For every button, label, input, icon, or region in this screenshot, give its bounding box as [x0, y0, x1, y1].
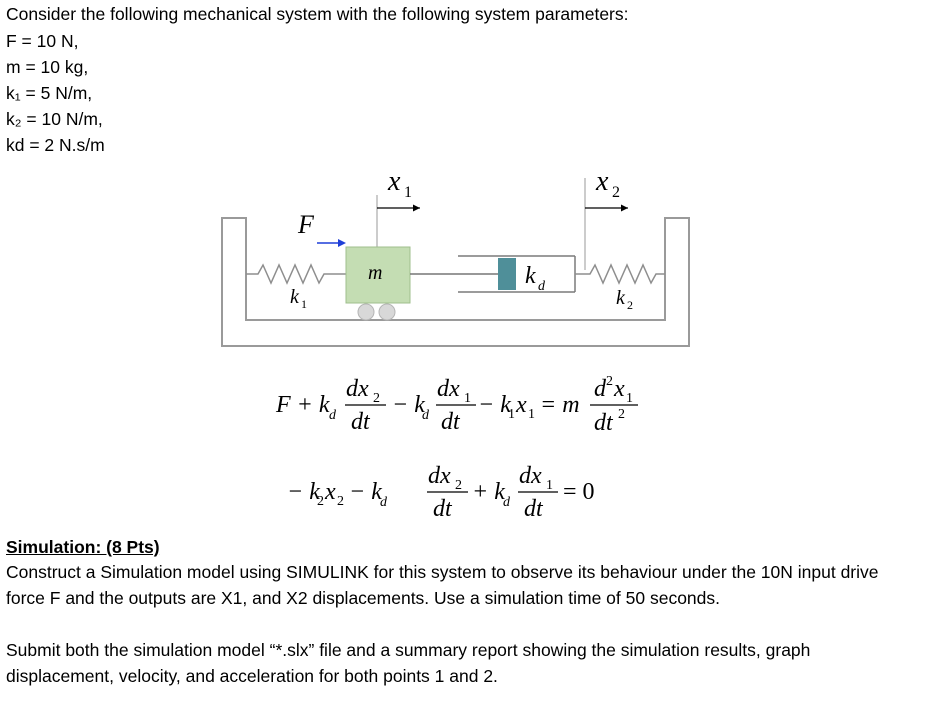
x1-label: x — [387, 166, 401, 197]
eq1-dx1-sub: 1 — [464, 391, 471, 406]
param-k1: k₁ = 5 N/m, — [6, 83, 93, 103]
eq2-dx1-sub: 1 — [546, 478, 553, 493]
eq1-lhs: F + k — [275, 392, 330, 418]
k2-subscript: 2 — [627, 298, 633, 312]
force-label: F — [297, 210, 315, 239]
eq1-dx2-num: dx — [346, 376, 369, 402]
eq2-kd-sub-1: d — [380, 495, 388, 510]
eq2-minus-kd: − k — [349, 479, 382, 505]
kd-label: k — [525, 263, 536, 289]
eq1-dx1-num: dx — [437, 376, 460, 402]
x2-label: x — [595, 166, 609, 197]
spring-k1 — [246, 263, 346, 285]
mass-label: m — [368, 262, 382, 284]
eq2-k2-sub: 2 — [317, 494, 324, 509]
eq2-minus-k2: − k — [287, 479, 320, 505]
eq2-dx1-num: dx — [519, 463, 542, 489]
eq1-dt-2: dt — [441, 409, 461, 435]
eq1-kd-sub-1: d — [329, 408, 337, 423]
simulation-heading: Simulation: (8 Pts) — [6, 537, 160, 557]
x1-arrowhead — [413, 204, 420, 212]
simulation-instructions: Construct a Simulation model using SIMUL… — [6, 562, 879, 608]
damper-piston — [498, 258, 516, 290]
eq1-kd-sub-2: d — [422, 408, 430, 423]
equation-1: F + k d dx 2 dt − k d dx 1 dt − k 1 x 1 … — [275, 374, 638, 436]
param-k2: k₂ = 10 N/m, — [6, 109, 103, 129]
mass-wheel-left — [357, 303, 375, 321]
eq1-k1-sub: 1 — [508, 407, 515, 422]
eq2-dt-1: dt — [433, 496, 453, 522]
k1-label: k — [290, 286, 300, 308]
kd-subscript: d — [538, 279, 546, 294]
eq1-minus-k1: − k — [478, 392, 511, 418]
eq1-minus-kd: − k — [392, 392, 425, 418]
submission-instructions: Submit both the simulation model “*.slx”… — [6, 640, 811, 686]
eq2-eq-zero: = 0 — [563, 479, 595, 505]
eq2-kd-sub-2: d — [503, 495, 511, 510]
eq1-d2-x: x — [613, 376, 625, 402]
x2-arrowhead — [621, 204, 628, 212]
eq1-x: x — [515, 392, 527, 418]
eq1-dx2-sub: 2 — [373, 391, 380, 406]
eq1-d2-num: d — [594, 376, 607, 402]
eq2-dt-2: dt — [524, 496, 544, 522]
eq2-x2-sub: 2 — [337, 494, 344, 509]
eq2-dx2-sub: 2 — [455, 478, 462, 493]
x2-subscript: 2 — [612, 184, 620, 201]
param-kd: kd = 2 N.s/m — [6, 135, 105, 155]
eq1-eq-m: = m — [540, 392, 580, 418]
eq1-d2-x-sub: 1 — [626, 391, 633, 406]
x1-subscript: 1 — [404, 184, 412, 201]
equation-2: − k 2 x 2 − k d dx 2 dt + k d dx 1 dt = … — [287, 463, 595, 522]
force-arrowhead — [338, 239, 346, 247]
container-base — [221, 217, 690, 347]
mass-block — [345, 246, 411, 304]
param-force: F = 10 N, — [6, 31, 79, 51]
eq2-dx2-num: dx — [428, 463, 451, 489]
param-mass: m = 10 kg, — [6, 57, 89, 77]
k1-subscript: 1 — [301, 297, 307, 311]
eq1-d2-sup: 2 — [606, 374, 613, 389]
eq1-dt2: dt — [594, 410, 614, 436]
eq2-plus-kd: + k — [472, 479, 505, 505]
eq1-dt2-sup: 2 — [618, 407, 625, 422]
eq1-x1-sub: 1 — [528, 407, 535, 422]
mass-wheel-right — [378, 303, 396, 321]
intro-text: Consider the following mechanical system… — [6, 4, 629, 24]
k2-label: k — [616, 287, 626, 309]
eq1-dt-1: dt — [351, 409, 371, 435]
eq2-x: x — [324, 479, 336, 505]
spring-k2 — [575, 263, 665, 285]
parameter-list: F = 10 N, m = 10 kg, k₁ = 5 N/m, k₂ = 10… — [6, 28, 105, 158]
